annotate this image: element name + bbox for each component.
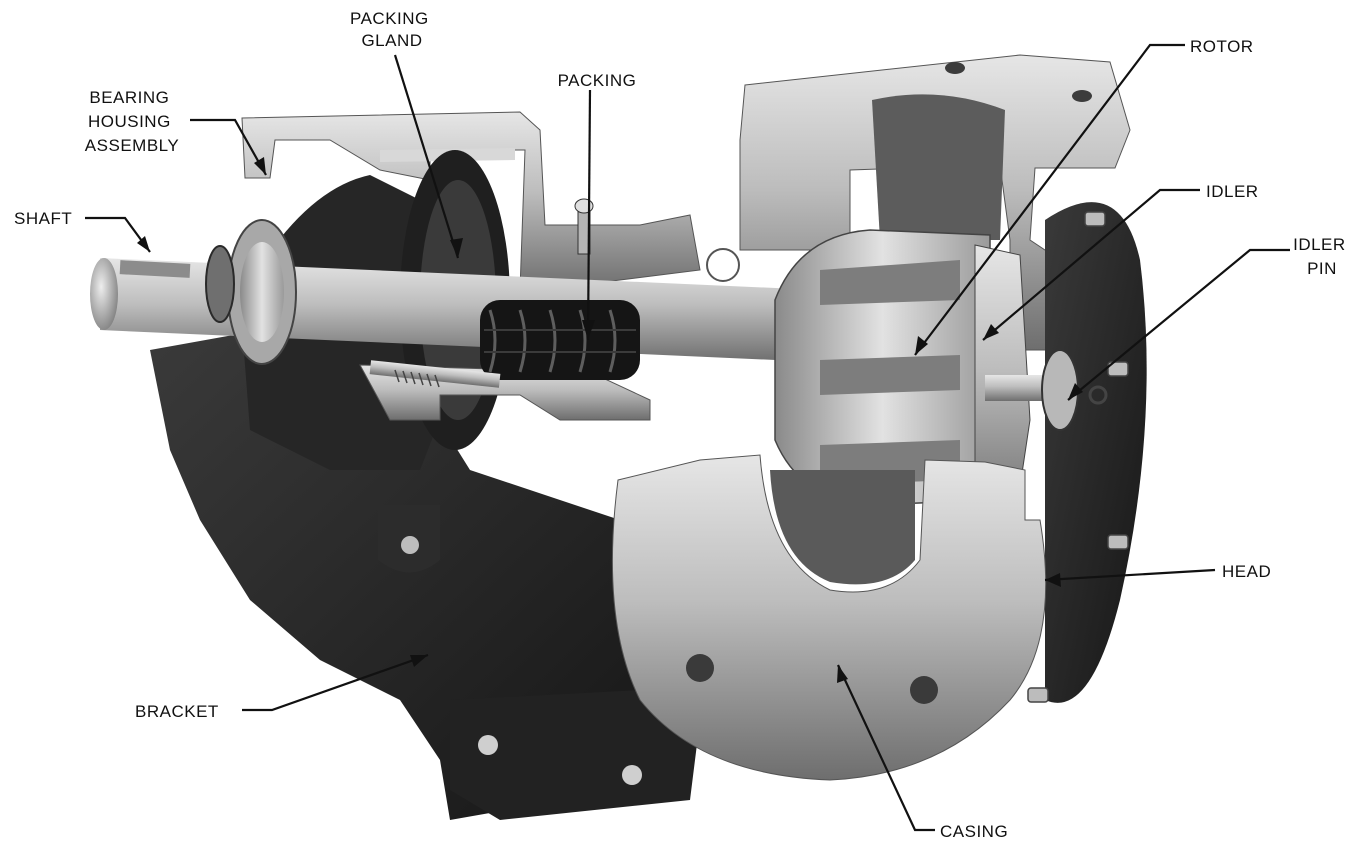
bracket-foot bbox=[450, 690, 700, 820]
idler-pin-eye bbox=[1088, 385, 1108, 405]
leader-idler-pin bbox=[1067, 248, 1290, 401]
label-packing-gland: PACKING GLAND bbox=[350, 9, 434, 50]
leader-casing bbox=[837, 664, 935, 832]
leader-head bbox=[1044, 568, 1216, 582]
casing-side-hole bbox=[706, 248, 740, 282]
pump-illustration bbox=[90, 54, 1147, 820]
casing-lower-half bbox=[611, 454, 1047, 781]
foot-bolt-hole-2 bbox=[622, 765, 642, 785]
label-bracket: BRACKET bbox=[135, 702, 219, 721]
leader-packing bbox=[586, 89, 592, 341]
callout-labels: PACKING GLAND PACKING ROTOR BEARING HOUS… bbox=[14, 9, 1351, 841]
upper-port-bore bbox=[872, 94, 1005, 240]
rotor-slot-1 bbox=[820, 260, 960, 305]
label-idler-pin: IDLER PIN bbox=[1293, 235, 1351, 278]
label-casing: CASING bbox=[940, 822, 1008, 841]
leader-bracket bbox=[242, 653, 429, 712]
foot-bolt-hole-1 bbox=[478, 735, 498, 755]
bearing-nut bbox=[205, 245, 235, 323]
head-bolts bbox=[1027, 211, 1129, 703]
upper-port-hole-1 bbox=[945, 62, 965, 74]
label-head: HEAD bbox=[1222, 562, 1271, 581]
leader-bearing-housing bbox=[190, 118, 267, 176]
packing-rings bbox=[480, 300, 640, 380]
casing-bolt-hole-1 bbox=[686, 654, 714, 682]
label-bearing-housing-assembly: BEARING HOUSING ASSEMBLY bbox=[85, 88, 179, 155]
label-packing: PACKING bbox=[558, 71, 637, 90]
rotor-slot-2 bbox=[820, 355, 960, 395]
leader-packing-gland bbox=[393, 54, 460, 259]
leader-arrowheads bbox=[137, 157, 1083, 683]
leader-rotor bbox=[914, 43, 1185, 356]
upper-port-hole-2 bbox=[1072, 90, 1092, 102]
shaft-end bbox=[90, 258, 118, 330]
lug-hole bbox=[401, 536, 419, 554]
leader-shaft bbox=[85, 216, 151, 253]
shaft-key bbox=[119, 260, 191, 278]
bearing-inner bbox=[240, 242, 284, 342]
grease-fitting-tip bbox=[574, 198, 594, 214]
casing-bolt-hole-2 bbox=[910, 676, 938, 704]
leader-idler bbox=[982, 188, 1200, 341]
label-shaft: SHAFT bbox=[14, 209, 72, 228]
label-idler: IDLER bbox=[1206, 182, 1259, 201]
head-cover bbox=[1045, 202, 1147, 703]
gland-bolt bbox=[369, 360, 501, 388]
gland-bolt-thread bbox=[394, 369, 440, 388]
label-rotor: ROTOR bbox=[1190, 37, 1254, 56]
leader-lines bbox=[85, 43, 1290, 832]
casing-lower-bore bbox=[770, 470, 915, 585]
